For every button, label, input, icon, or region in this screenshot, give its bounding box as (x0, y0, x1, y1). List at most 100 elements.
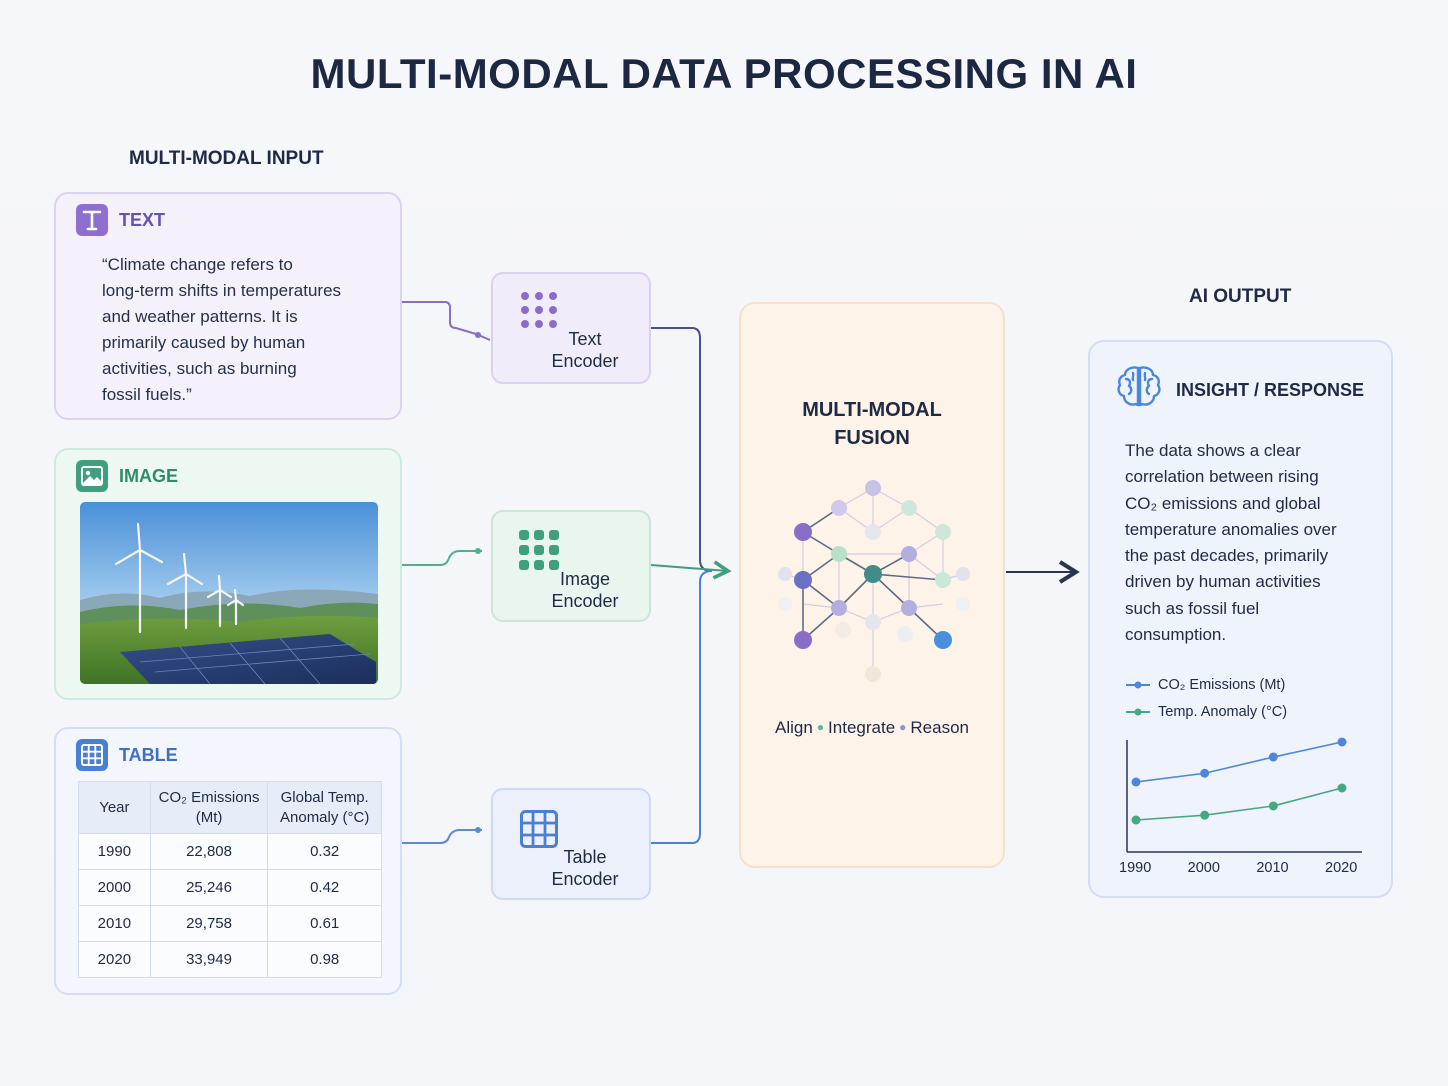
legend-temp: Temp. Anomaly (°C) (1126, 704, 1287, 720)
insight-line: The data shows a clear (1125, 441, 1301, 460)
fusion-title-line: FUSION (834, 427, 910, 449)
legend-co2: CO₂ Emissions (Mt) (1126, 677, 1285, 693)
table-cell: 2010 (78, 905, 151, 942)
encoder-label-line: Encoder (551, 351, 619, 371)
table-cell: 0.32 (267, 833, 382, 870)
table-panel-label: TABLE (119, 745, 178, 765)
text-encoder-connector (651, 327, 713, 572)
trend-chart (1126, 737, 1362, 853)
page-title: MULTI-MODAL DATA PROCESSING IN AI (310, 50, 1138, 97)
brain-icon (1117, 366, 1161, 407)
table-grid-icon (76, 739, 108, 771)
legend-co2-label: CO₂ Emissions (Mt) (1158, 677, 1286, 693)
image-icon (76, 460, 108, 492)
fusion-steps: Align●Integrate●Reason (741, 718, 1003, 738)
fusion-step-align: Align (774, 718, 813, 737)
table-encoder-box: Table Encoder (491, 788, 651, 900)
table-cell: 0.98 (267, 941, 382, 978)
table-row: 1990 22,808 0.32 (78, 833, 382, 870)
table-cell: 22,808 (149, 833, 269, 870)
insight-line: temperature anomalies over (1125, 519, 1337, 539)
fusion-box: MULTI-MODAL FUSION (739, 302, 1005, 868)
text-connector-dot (475, 332, 481, 338)
data-point (1337, 783, 1347, 793)
fusion-step-reason: Reason (910, 718, 970, 737)
table-row: 2010 29,758 0.61 (78, 905, 382, 942)
column-header-co2: CO₂ Emissions (Mt) (149, 781, 269, 834)
input-heading: MULTI-MODAL INPUT (129, 148, 324, 169)
table-cell: 0.42 (267, 869, 382, 906)
table-encoder-label: Table Encoder (533, 846, 637, 890)
text-line: and weather patterns. It is (102, 307, 298, 326)
table-grid-icon (520, 810, 558, 848)
text-panel-label: TEXT (119, 210, 166, 230)
fusion-title-line: MULTI-MODAL (802, 399, 942, 421)
x-tick-label: 2000 (1187, 860, 1220, 876)
text-line: “Climate change refers to (102, 255, 293, 274)
separator-dot: ● (816, 720, 825, 734)
table-cell: 0.61 (267, 905, 382, 942)
data-table: Year CO₂ Emissions (Mt) Global Temp. Ano… (78, 781, 382, 978)
legend-temp-label: Temp. Anomaly (°C) (1158, 704, 1288, 720)
data-point (1268, 752, 1278, 762)
series-line-0 (1135, 741, 1343, 783)
output-panel: INSIGHT / RESPONSE The data shows a clea… (1088, 340, 1393, 898)
data-point (1131, 777, 1141, 787)
separator-dot: ● (899, 720, 907, 734)
table-row: 2000 25,246 0.42 (78, 869, 382, 906)
encoder-label-line: Encoder (551, 591, 619, 611)
insight-heading: INSIGHT / RESPONSE (1176, 380, 1365, 400)
dot-grid-icon (521, 292, 557, 328)
table-row: 2020 33,949 0.98 (78, 941, 382, 978)
image-encoder-label: Image Encoder (533, 568, 637, 612)
insight-body: The data shows a clear correlation betwe… (1125, 438, 1383, 648)
table-cell: 1990 (78, 833, 151, 870)
image-encoder-box: Image Encoder (491, 510, 651, 622)
x-tick-label: 1990 (1119, 860, 1152, 876)
x-tick-label: 2010 (1256, 860, 1289, 876)
text-encoder-box: Text Encoder (491, 272, 651, 384)
table-cell: 25,246 (149, 869, 269, 906)
text-line: activities, such as burning (102, 359, 297, 378)
text-input-panel: TEXT “Climate change refers to long-term… (54, 192, 402, 420)
insight-line: such as fossil fuel (1125, 598, 1260, 618)
dot-grid-icon (519, 530, 559, 570)
image-input-panel: IMAGE (54, 448, 402, 700)
table-cell: 2000 (78, 869, 151, 906)
data-point (1131, 815, 1141, 825)
insight-line: correlation between rising (1125, 467, 1319, 487)
encoder-label-line: Table (563, 847, 607, 867)
insight-line: driven by human activities (1125, 572, 1321, 592)
insight-line: the past decades, primarily (1125, 546, 1329, 566)
data-point (1200, 768, 1210, 778)
column-header-temp: Global Temp. Anomaly (°C) (267, 781, 382, 834)
table-input-panel: TABLE Year CO₂ Emissions (Mt) Global Tem… (54, 727, 402, 995)
text-T-icon (76, 204, 108, 236)
wind-turbines-photo (80, 502, 378, 684)
table-cell: 33,949 (149, 941, 269, 978)
output-heading: AI OUTPUT (1189, 286, 1292, 307)
text-line: long-term shifts in temperatures (102, 281, 342, 300)
fusion-step-integrate: Integrate (828, 718, 896, 737)
text-line: primarily caused by human (102, 333, 306, 352)
insight-line: consumption. (1125, 625, 1227, 645)
x-tick-label: 2020 (1325, 860, 1358, 876)
insight-line: CO₂ emissions and global (1125, 493, 1321, 513)
table-connector (402, 829, 482, 844)
text-encoder-label: Text Encoder (533, 328, 637, 372)
text-connector (402, 301, 491, 341)
column-header-year: Year (78, 781, 151, 834)
table-encoder-connector (651, 570, 713, 844)
data-point (1268, 801, 1278, 811)
text-line: fossil fuels.” (102, 385, 192, 404)
data-point (1337, 737, 1347, 747)
data-point (1200, 810, 1210, 820)
text-input-body: “Climate change refers to long-term shif… (102, 252, 392, 408)
encoder-label-line: Encoder (551, 869, 619, 889)
image-panel-label: IMAGE (119, 466, 179, 486)
encoder-label-line: Image (559, 569, 611, 589)
series-line-1 (1135, 787, 1343, 821)
table-cell: 29,758 (149, 905, 269, 942)
fusion-title: MULTI-MODAL FUSION (741, 396, 1003, 452)
